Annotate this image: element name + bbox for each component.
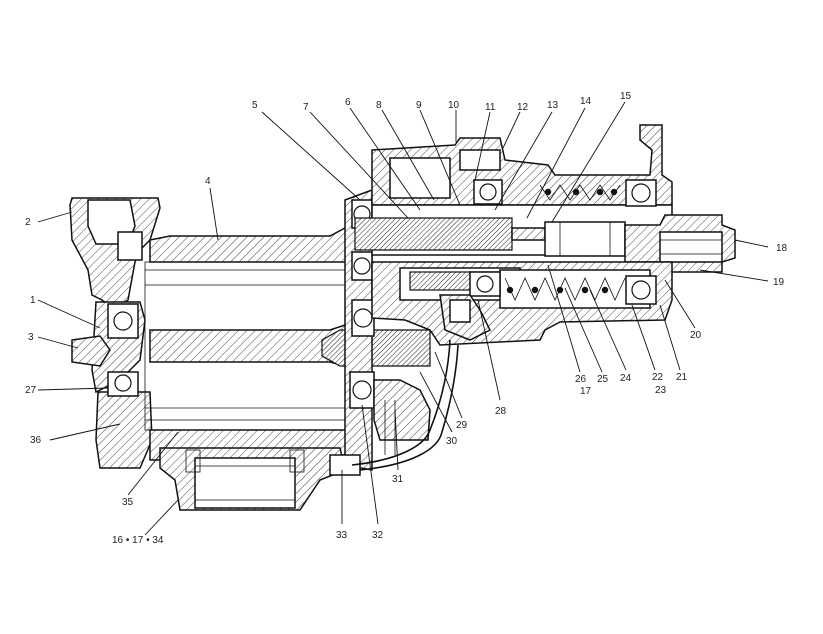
label-30: 30	[446, 436, 458, 447]
label-21: 21	[676, 372, 688, 383]
leader-lines	[37, 101, 769, 536]
label-10: 10	[448, 100, 460, 111]
label-1: 1	[30, 295, 36, 306]
label-2: 2	[25, 217, 31, 228]
label-18: 18	[776, 243, 788, 254]
part-labels: 1 2 3 4 5 6 7 8 9 10 11 12 13 14 15 16 •…	[25, 91, 788, 546]
label-26: 26	[575, 374, 587, 385]
label-36: 36	[30, 435, 42, 446]
label-33: 33	[336, 530, 348, 541]
label-35: 35	[122, 497, 134, 508]
label-17: 17	[580, 386, 592, 397]
label-29: 29	[456, 420, 468, 431]
label-19: 19	[773, 277, 785, 288]
label-13: 13	[547, 100, 559, 111]
label-16-17-34: 16 • 17 • 34	[112, 535, 164, 546]
label-12: 12	[517, 102, 529, 113]
label-6: 6	[345, 97, 351, 108]
label-4: 4	[205, 176, 211, 187]
label-28: 28	[495, 406, 507, 417]
left-end-housing	[69, 197, 161, 469]
label-5: 5	[252, 100, 258, 111]
label-22: 22	[652, 372, 664, 383]
label-31: 31	[392, 474, 404, 485]
valve-housing	[354, 124, 736, 346]
label-23: 23	[655, 385, 667, 396]
bottom-mount	[159, 447, 346, 511]
label-24: 24	[620, 373, 632, 384]
label-27: 27	[25, 385, 37, 396]
label-3: 3	[28, 332, 34, 343]
label-8: 8	[376, 100, 382, 111]
label-9: 9	[416, 100, 422, 111]
label-32: 32	[372, 530, 384, 541]
center-bulkhead	[329, 188, 431, 476]
label-14: 14	[580, 96, 592, 107]
label-20: 20	[690, 330, 702, 341]
label-15: 15	[620, 91, 632, 102]
label-25: 25	[597, 374, 609, 385]
label-7: 7	[303, 102, 309, 113]
label-11: 11	[485, 102, 496, 113]
